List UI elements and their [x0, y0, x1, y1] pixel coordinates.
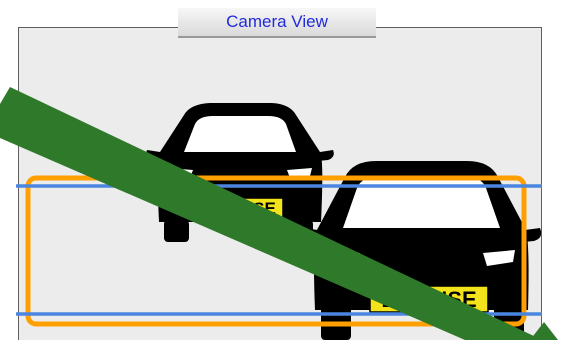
vehicle-back-windshield [184, 116, 296, 152]
arrow-up-icon [530, 322, 558, 340]
vehicle-front-windshield [343, 176, 500, 228]
vehicle-back-mirror-right [318, 150, 334, 161]
vehicle-back-wheel-left [164, 220, 189, 242]
camera-view-title-tab[interactable]: Camera View [178, 8, 376, 38]
